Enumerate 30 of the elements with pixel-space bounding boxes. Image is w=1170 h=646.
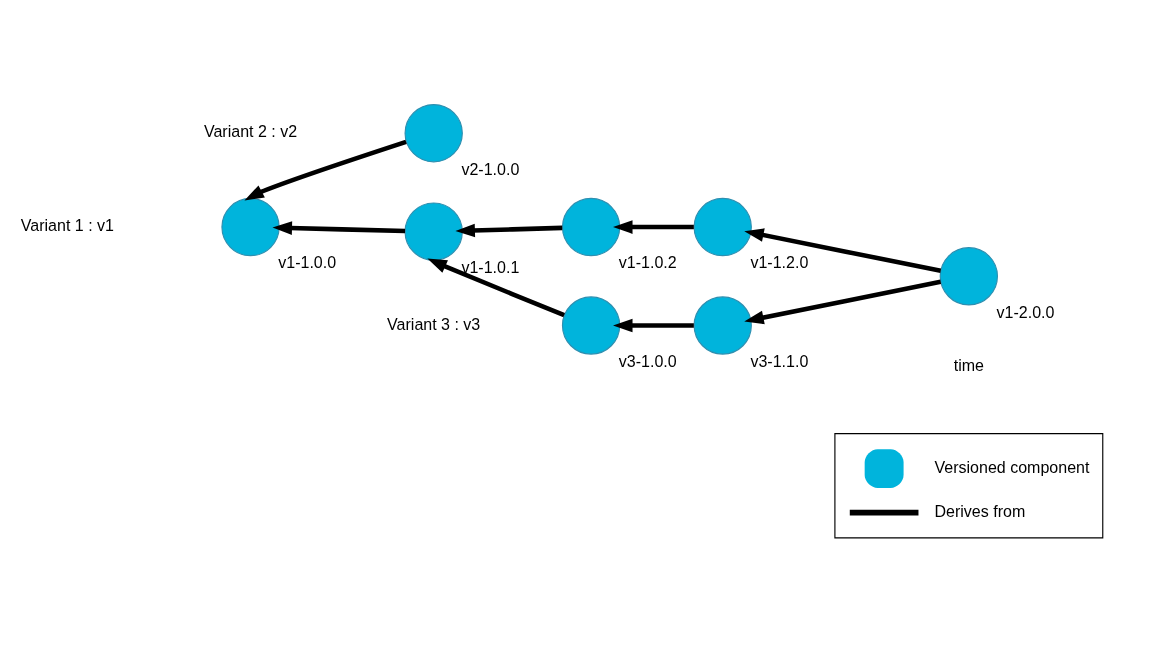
node-circle [561,295,621,355]
node-label: v1-1.0.2 [618,253,677,271]
node-label: v1-1.2.0 [750,253,809,271]
node-label: v1-1.0.1 [461,257,520,276]
arrow [244,139,407,201]
node-circle [693,295,752,355]
node-label: v2-1.0.0 [461,159,520,178]
arrow [613,219,694,234]
node-circle [221,197,280,256]
node-circle [693,197,752,256]
label: Variant 1 : v1 [20,215,114,234]
node-circle [404,201,463,261]
node-label: v1-2.0.0 [996,302,1055,321]
node-circle [404,103,463,162]
node-label: v1-1.0.0 [278,253,337,271]
node-circle [939,246,999,305]
arrow [744,279,942,324]
label: Variant 2 : v2 [203,121,298,140]
arrow [427,258,565,317]
legend-label: Derives from [934,501,1026,520]
legend-label: Versioned component [934,457,1090,476]
arrow [455,223,563,237]
label: Variant 3 : v3 [387,314,481,333]
label: time [953,355,984,374]
arrow [272,220,406,235]
arrow [744,227,942,273]
arrow [613,318,694,332]
node-label: v3-1.1.0 [750,351,809,370]
node-circle [561,197,621,256]
node-label: v3-1.0.0 [618,351,677,370]
